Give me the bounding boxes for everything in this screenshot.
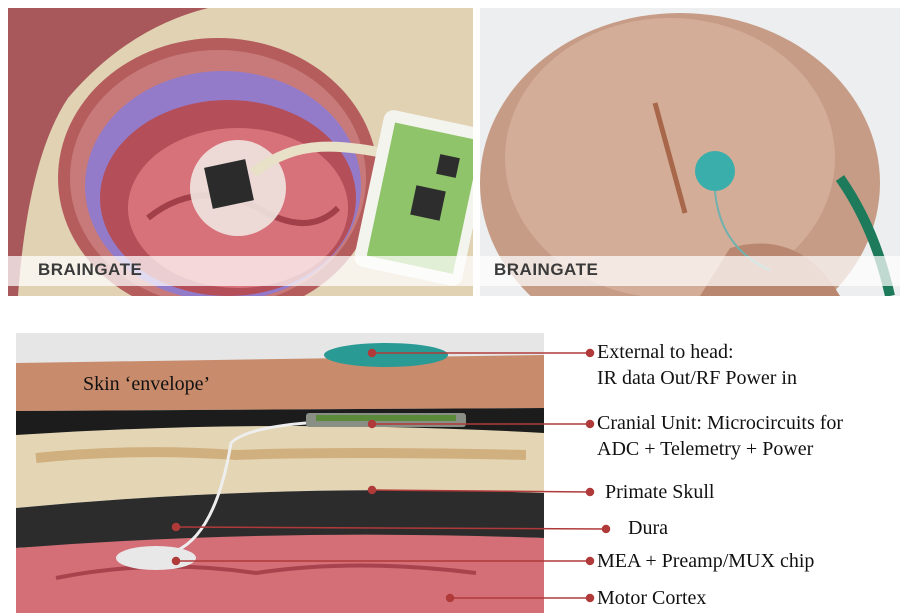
callout-mea: MEA + Preamp/MUX chip: [597, 549, 814, 573]
cross-section-panel: Skin ‘envelope’: [16, 333, 544, 613]
implant-closeup-illustration: [8, 8, 473, 296]
implant-closeup-panel: BRAINGATE: [8, 8, 473, 296]
leader-dot: [587, 595, 594, 602]
braingate-watermark: BRAINGATE: [38, 260, 142, 280]
leader-dot: [587, 558, 594, 565]
skin-envelope-label: Skin ‘envelope’: [83, 373, 210, 396]
callout-dura: Dura: [628, 516, 668, 540]
callout-cranial-line1: Cranial Unit: Microcircuits for: [597, 411, 843, 435]
callout-external-line2: IR data Out/RF Power in: [597, 366, 797, 390]
head-illustration: [480, 8, 900, 296]
leader-dot: [587, 350, 594, 357]
leader-dot: [587, 421, 594, 428]
braingate-watermark: BRAINGATE: [494, 260, 598, 280]
head-view-panel: BRAINGATE: [480, 8, 900, 296]
callout-cranial-line2: ADC + Telemetry + Power: [597, 437, 813, 461]
leader-dot: [603, 526, 610, 533]
callout-external-line1: External to head:: [597, 340, 734, 364]
callout-motor-cortex: Motor Cortex: [597, 586, 706, 610]
leader-dot: [587, 489, 594, 496]
callout-skull: Primate Skull: [605, 480, 714, 504]
